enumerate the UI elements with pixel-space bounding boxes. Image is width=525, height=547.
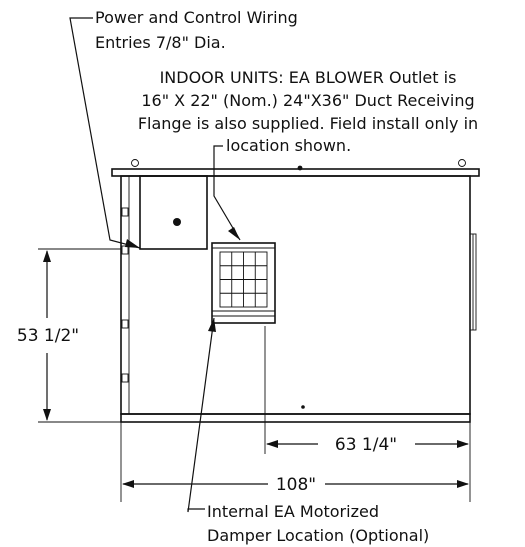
wiring-leader	[69, 17, 141, 249]
height-dimension	[38, 248, 121, 423]
lifting-lug-right	[458, 159, 466, 167]
wiring-note-line1: Power and Control Wiring	[95, 8, 298, 27]
partial-width-label: 63 1/4"	[335, 435, 397, 455]
damper-leader	[187, 317, 216, 513]
height-dimension-label: 53 1/2"	[17, 326, 79, 346]
electrical-box	[139, 175, 208, 250]
damper-note-line2: Damper Location (Optional)	[207, 526, 429, 545]
lifting-lug-left	[131, 159, 139, 167]
indoor-leader	[213, 145, 241, 241]
ea-outlet-grille	[211, 242, 276, 324]
indoor-note-line3: Flange is also supplied. Field install o…	[138, 114, 478, 133]
indoor-note-line2: 16" X 22" (Nom.) 24"X36" Duct Receiving	[141, 91, 474, 110]
wiring-note-line2: Entries 7/8" Dia.	[95, 33, 226, 52]
unit-cabinet	[111, 159, 480, 423]
total-width-dimension	[120, 422, 471, 502]
total-width-label: 108"	[276, 475, 316, 495]
wiring-entry-icon	[173, 218, 181, 226]
indoor-note-line4: location shown.	[226, 136, 351, 155]
indoor-note-line1: INDOOR UNITS: EA BLOWER Outlet is	[160, 68, 457, 87]
partial-width-dimension	[264, 326, 471, 454]
damper-note-line1: Internal EA Motorized	[207, 502, 379, 521]
